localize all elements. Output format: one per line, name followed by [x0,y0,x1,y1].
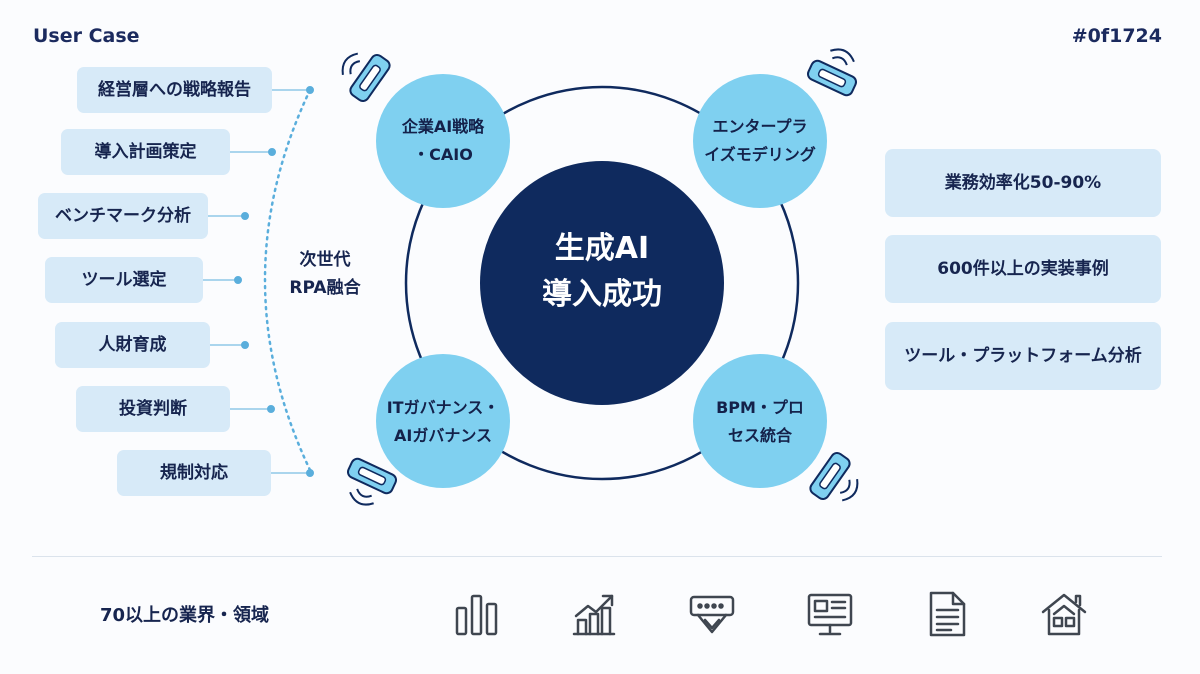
left-item-planning: 導入計画策定 [61,129,230,175]
node-label-bottom-right: BPM・プロ セス統合 [716,398,804,445]
left-item-talent: 人財育成 [55,322,210,368]
center-label: 生成AI 導入成功 [542,231,662,312]
node-label-top-right: エンタープラ イズモデリング [704,117,816,164]
growth-chart-icon [572,594,616,636]
right-item-cases: 600件以上の実装事例 [885,235,1161,303]
node-label-top-left: 企業AI戦略 ・CAIO [401,117,485,164]
node-circle-top-left [376,74,510,208]
left-item-investment: 投資判断 [76,386,230,432]
left-item-regulation: 規制対応 [117,450,271,496]
left-item-tool-selection: ツール選定 [45,257,203,303]
node-circle-bottom-right [693,354,827,488]
left-connectors [203,86,314,477]
house-icon [1041,593,1087,636]
sensor-icon-bottom-left [346,457,398,506]
document-icon [929,591,966,637]
sensor-icon-bottom-right [809,451,859,502]
footer-divider [32,556,1162,557]
left-item-benchmark: ベンチマーク分析 [38,193,208,239]
bar-chart-icon [455,594,498,636]
industries-label: 70以上の業界・領域 [100,605,270,626]
server-icon [689,595,735,634]
user-case-label: User Case [33,25,140,47]
node-circle-top-right [693,74,827,208]
monitor-icon [807,593,853,636]
node-label-bottom-left: ITガバナンス・ AIガバナンス [386,398,500,445]
sensor-icon-top-right [806,48,858,97]
left-item-strategy-report: 経営層への戦略報告 [77,67,272,113]
rpa-label: 次世代 RPA融合 [289,250,361,298]
orbit-ring [404,85,800,481]
center-circle [480,161,724,405]
right-item-platform: ツール・プラットフォーム分析 [885,322,1161,390]
right-item-efficiency: 業務効率化50-90% [885,149,1161,217]
left-dotted-arc [263,88,312,472]
color-code-label: #0f1724 [1071,25,1162,47]
node-circle-bottom-left [376,354,510,488]
sensor-icon-top-left [341,52,391,103]
